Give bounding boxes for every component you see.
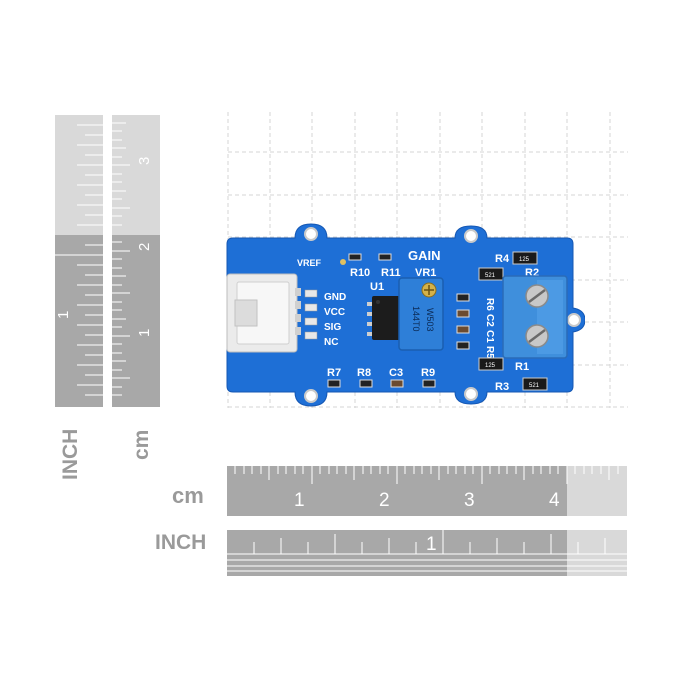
left-cm-number-3: 3 bbox=[136, 157, 153, 165]
label-nc: NC bbox=[324, 337, 338, 348]
left-cm-ruler: 1 2 3 bbox=[112, 115, 160, 407]
label-vcc: VCC bbox=[324, 307, 345, 318]
smd-components bbox=[327, 253, 470, 388]
label-r6: R6 bbox=[484, 298, 495, 311]
left-inch-unit-label: INCH bbox=[59, 429, 82, 480]
left-inch-ruler: 1 bbox=[55, 115, 103, 407]
mounting-hole-right bbox=[567, 313, 581, 327]
left-cm-unit-label: cm bbox=[130, 430, 153, 460]
resistor-r1 bbox=[478, 357, 504, 371]
label-gain: GAIN bbox=[408, 248, 441, 263]
resistor-code-r4: 125 bbox=[519, 257, 530, 263]
label-c1: C1 bbox=[484, 330, 495, 343]
label-vr1: VR1 bbox=[415, 267, 436, 279]
bottom-inch-ruler: 1 bbox=[227, 530, 627, 576]
bottom-inch-number: 1 bbox=[426, 534, 437, 555]
label-r9: R9 bbox=[421, 367, 435, 379]
grove-connector bbox=[226, 273, 301, 353]
label-r7: R7 bbox=[327, 367, 341, 379]
pot-marking-1: 144T0 bbox=[411, 306, 421, 332]
label-r11: R11 bbox=[381, 267, 401, 279]
label-r1: R1 bbox=[515, 361, 529, 373]
pot-marking-2: W503 bbox=[425, 308, 435, 332]
label-r10: R10 bbox=[350, 267, 370, 279]
mounting-hole-bottom-right bbox=[464, 387, 478, 401]
pcb-board: GND VCC SIG NC VREF GAIN R10 R11 VR1 U1 … bbox=[226, 223, 585, 407]
resistor-code-r2: 521 bbox=[485, 273, 496, 279]
label-r5: R5 bbox=[484, 346, 495, 359]
label-sig: SIG bbox=[324, 322, 341, 333]
screw-terminal bbox=[502, 275, 568, 359]
bottom-cm-number-4: 4 bbox=[549, 490, 560, 511]
resistor-r3 bbox=[522, 377, 548, 391]
resistor-code-r3: 521 bbox=[529, 383, 540, 389]
left-cm-number-1: 1 bbox=[136, 329, 153, 337]
left-unit-labels: INCH cm bbox=[59, 429, 153, 480]
resistor-r4 bbox=[512, 251, 538, 265]
resistor-r2 bbox=[478, 267, 504, 281]
resistor-code-r1: 125 bbox=[485, 363, 496, 369]
mounting-hole-bottom-left bbox=[304, 389, 318, 403]
label-gnd: GND bbox=[324, 292, 346, 303]
bottom-cm-number-3: 3 bbox=[464, 490, 475, 511]
bottom-cm-ruler: 1 2 3 4 bbox=[227, 466, 627, 516]
vref-test-point bbox=[340, 259, 346, 265]
label-r4: R4 bbox=[495, 253, 510, 265]
left-inch-number: 1 bbox=[55, 311, 72, 319]
bottom-inch-unit-label: INCH bbox=[155, 531, 207, 554]
label-c3: C3 bbox=[389, 367, 403, 379]
bottom-cm-unit-label: cm bbox=[172, 483, 204, 508]
label-r8: R8 bbox=[357, 367, 371, 379]
label-c2: C2 bbox=[484, 314, 495, 327]
vr1-potentiometer: 144T0 W503 bbox=[398, 277, 444, 351]
mounting-hole-top-left bbox=[304, 227, 318, 241]
label-r3: R3 bbox=[495, 381, 509, 393]
bottom-cm-number-2: 2 bbox=[379, 490, 390, 511]
left-cm-number-2: 2 bbox=[136, 243, 153, 251]
label-vref: VREF bbox=[297, 258, 322, 268]
mounting-hole-top-right bbox=[464, 229, 478, 243]
bottom-cm-number-1: 1 bbox=[294, 490, 305, 511]
label-u1: U1 bbox=[370, 281, 384, 293]
